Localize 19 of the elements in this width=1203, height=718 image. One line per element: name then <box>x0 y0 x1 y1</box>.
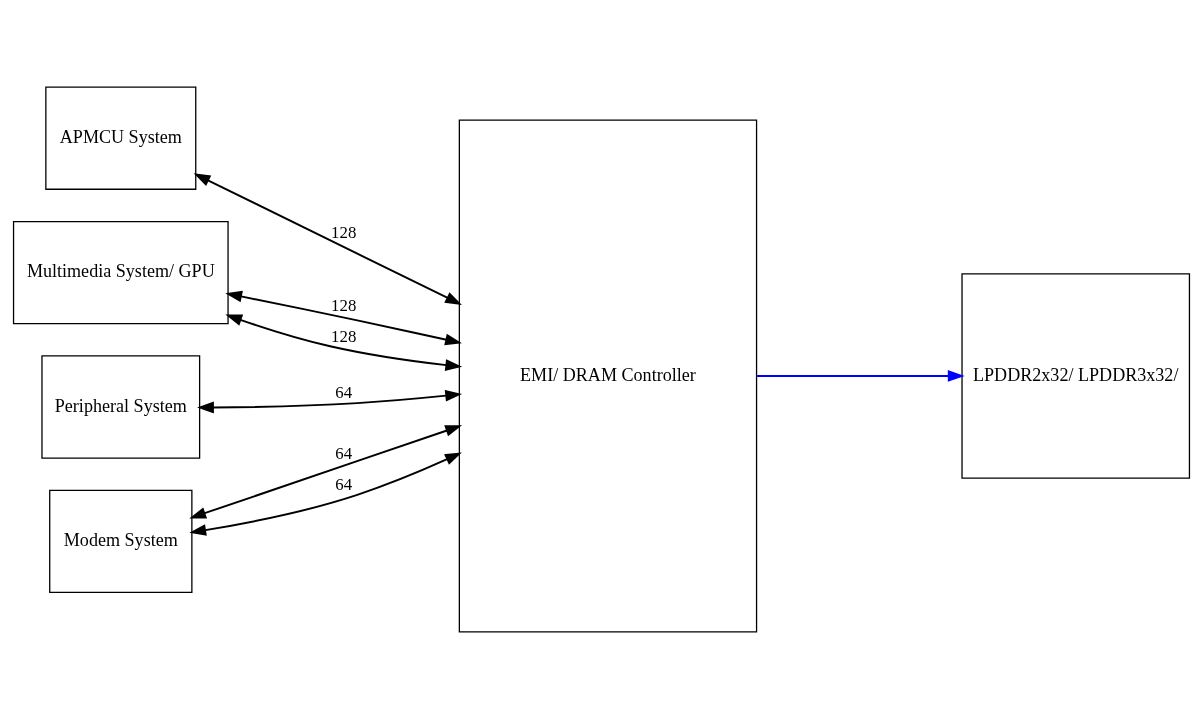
node-box: EMI/ DRAM Controller <box>458 118 758 632</box>
node-box: LPDDR2x32/ LPDDR3x32/ <box>961 272 1191 479</box>
arrow <box>193 172 462 305</box>
node-box: Peripheral System <box>41 354 201 459</box>
edge-label: 64 <box>335 382 353 402</box>
arrow <box>189 452 462 536</box>
node-box: Multimedia System/ GPU <box>12 220 229 324</box>
arrow <box>225 290 462 345</box>
edge-label: 128 <box>331 295 357 315</box>
node-box: APMCU System <box>45 86 197 190</box>
edge-label: 128 <box>331 326 357 346</box>
arrow <box>225 314 463 371</box>
edge-label: 128 <box>331 222 357 242</box>
arrow <box>756 369 965 382</box>
arrow <box>189 424 463 519</box>
edge-label: 64 <box>335 474 353 494</box>
edge-label: 64 <box>335 443 353 463</box>
node-box: Modem System <box>49 489 193 593</box>
arrow <box>197 389 463 413</box>
